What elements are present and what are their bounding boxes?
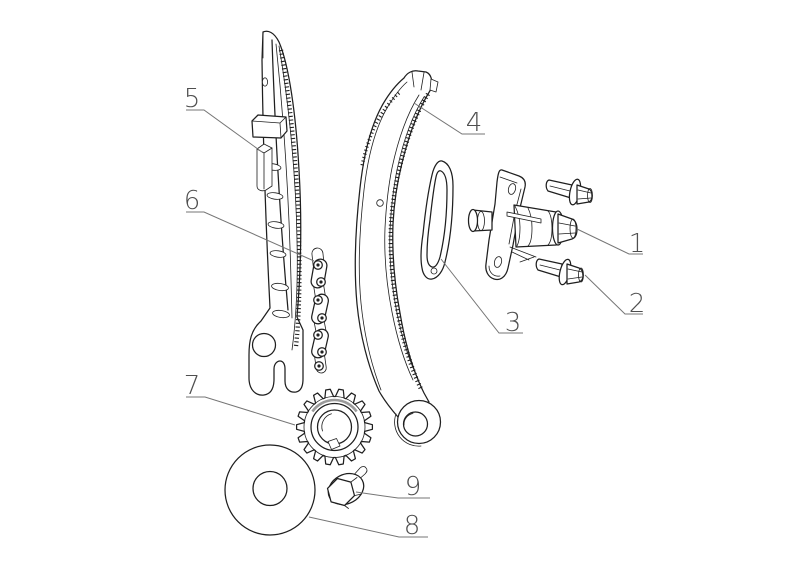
washer-hole [252, 470, 288, 507]
part-6-timing-chain [310, 247, 329, 374]
part-number-label-9: 9 [405, 472, 422, 502]
leader-line-2 [584, 274, 643, 315]
part-1-chain-tensioner [467, 169, 578, 281]
bolt-head [566, 263, 584, 285]
hex-head-end-face [569, 218, 577, 239]
arm-wear-face-hatching [388, 92, 430, 390]
part-number-label-4: 4 [466, 108, 483, 138]
arm-cap-tab [429, 78, 439, 93]
part-number-label-5: 5 [184, 84, 201, 114]
part-callout-4: 4 [413, 102, 485, 138]
bolt-shank-line [539, 264, 561, 271]
bolt-head-facets [577, 189, 592, 200]
rail-section-cut [266, 192, 284, 200]
arm-silhouette [354, 70, 433, 418]
arm-small-hole [376, 199, 384, 207]
part-callout-2: 2 [584, 274, 646, 319]
bolt-shank-line [549, 185, 571, 192]
rail-section-cut [271, 282, 289, 292]
leader-line-6 [186, 211, 315, 262]
part-9-flange-bolt [326, 466, 368, 509]
part-callout-7: 7 [184, 371, 296, 426]
leader-line-3 [440, 258, 523, 334]
part-4-tensioner-arm [354, 70, 442, 447]
part-7-crankshaft-sprocket [295, 388, 374, 466]
bolt-shank [535, 258, 563, 278]
leader-line-8 [308, 516, 428, 538]
part-number-label-2: 2 [629, 289, 646, 319]
rail-clip-facets [251, 116, 287, 139]
chain-rollers [313, 260, 327, 371]
bolt-shank [545, 179, 573, 199]
part-callout-8: 8 [308, 511, 428, 541]
part-number-label-1: 1 [629, 229, 646, 259]
arm-cap-facets [411, 71, 425, 91]
part-number-label-7: 7 [184, 371, 201, 401]
leader-line-5 [186, 109, 263, 153]
part-number-label-8: 8 [404, 511, 421, 541]
plunger-step [477, 211, 485, 231]
part-number-label-3: 3 [505, 308, 522, 338]
plate-lower-hole [493, 256, 503, 268]
callouts: 1 2 3 4 5 6 7 8 [184, 84, 646, 541]
rail-section-cut [267, 221, 285, 229]
sprocket-bore-crescent [321, 413, 332, 432]
leader-line-1 [576, 228, 643, 255]
part-8-washer [224, 444, 316, 536]
part-callout-6: 6 [184, 186, 315, 262]
rail-strip-right-edge [271, 39, 289, 311]
part-3-gasket [420, 160, 454, 280]
sprocket-shading [311, 398, 358, 413]
ratchet-rod [506, 211, 542, 224]
plate-gusset [509, 246, 537, 263]
part-callout-5: 5 [184, 84, 263, 153]
plate-upper-hole [507, 183, 517, 195]
bolt9-facet-lines [344, 477, 362, 509]
part-2-flange-bolt-upper [545, 178, 593, 206]
arm-center-slot-right [389, 96, 425, 380]
arm-inner-left-edge [358, 81, 408, 391]
rail-pin-hole [261, 77, 268, 87]
part-callout-3: 3 [440, 258, 523, 338]
sprocket-keyway [327, 438, 341, 450]
part-number-label-6: 6 [184, 186, 201, 216]
part-callout-1: 1 [576, 228, 646, 259]
arm-eye-thickness [394, 413, 422, 447]
tensioner-flange-plate [485, 169, 526, 281]
rail-section-cut [272, 309, 290, 319]
rail-pivot-boss [251, 332, 277, 358]
hex-head-facets [558, 222, 576, 235]
gasket-opening [426, 170, 448, 268]
rail-blade-front-edge [275, 43, 293, 319]
part-callout-9: 9 [355, 472, 430, 502]
bolt-head-end [587, 188, 593, 203]
arm-pivot-hole-crescent [403, 413, 414, 426]
part-5-chain-guide-rail [248, 30, 304, 396]
sprocket-rim [303, 396, 366, 458]
plunger-cap [467, 208, 479, 233]
rail-blade-inner-edge [278, 45, 298, 351]
bolt-head-end [578, 267, 584, 283]
leader-line-7 [186, 396, 296, 426]
leader-line-4 [413, 102, 485, 135]
rail-clip-block [251, 114, 288, 139]
bolt-head-facets [567, 268, 583, 280]
tensioner-hex-head [557, 213, 578, 244]
rail-section-cut [269, 250, 287, 258]
arm-center-slot-left [384, 94, 420, 381]
arm-pivot-hole [402, 411, 429, 437]
rail-pocket-bracket [256, 143, 273, 192]
part-2-flange-bolt-lower [535, 258, 584, 286]
bolt-head [576, 184, 593, 205]
leader-line-9 [355, 491, 430, 499]
gasket-bolt-hole [430, 267, 438, 275]
